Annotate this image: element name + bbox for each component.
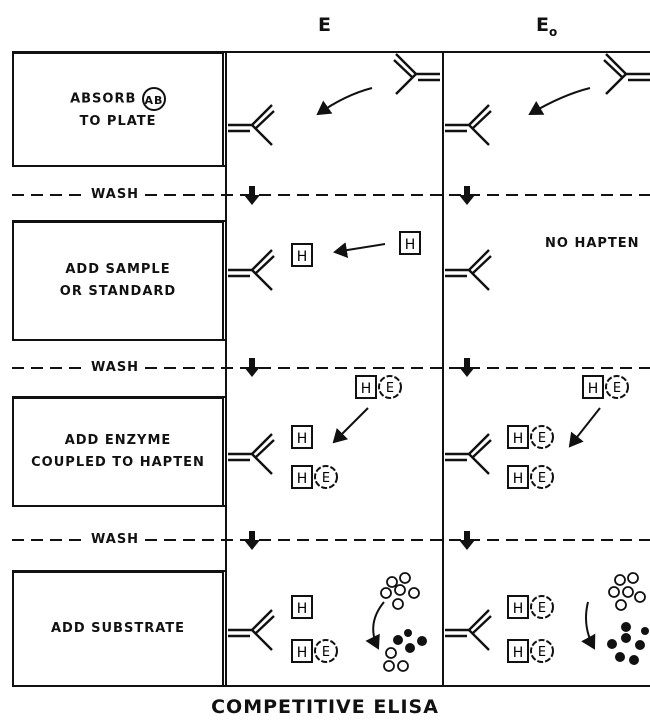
free-conjugate-e0-h-label: H	[588, 381, 599, 397]
arrow-e-substrate	[373, 602, 384, 648]
bound-enzyme-e0-3a-label: E	[538, 431, 546, 446]
plate-antibody-e-3	[228, 434, 274, 474]
bound-enzyme-e0-4b-label: E	[538, 645, 546, 660]
substrate-product-e0	[607, 622, 649, 665]
wash-label-3: WASH	[88, 532, 142, 547]
bound-enzyme-e0-4a-label: E	[538, 601, 546, 616]
arrow-e-absorb	[318, 88, 372, 114]
free-antibody-e0	[604, 54, 650, 94]
bound-enzyme-e0-3b-label: E	[538, 471, 546, 486]
plate-antibody-e-4	[228, 610, 274, 650]
bound-conjugate-e0-4a-h-label: H	[513, 601, 524, 617]
step-add-substrate: ADD SUBSTRATE	[12, 571, 224, 687]
bound-conjugate-e0-3b-h-label: H	[513, 471, 524, 487]
wash-arrow-e0-2	[459, 358, 475, 377]
plate-antibody-e-1	[228, 105, 274, 145]
free-enzyme-e-label: E	[386, 381, 394, 396]
wash-arrow-e-3	[244, 531, 260, 550]
arrow-e-enzyme	[334, 408, 368, 442]
free-antibody-e	[394, 54, 440, 94]
bound-conjugate-e-4-h-label: H	[297, 645, 308, 661]
figure-caption: COMPETITIVE ELISA	[0, 696, 650, 718]
bound-conjugate-e0-4b-h-label: H	[513, 645, 524, 661]
arrow-e0-absorb	[530, 88, 590, 114]
bound-enzyme-e-3-label: E	[322, 471, 330, 486]
bound-conjugate-e-3-h-label: H	[297, 471, 308, 487]
arrow-e-sample	[335, 244, 385, 252]
wash-label-2: WASH	[88, 360, 142, 375]
bound-conjugate-e0-3a-h-label: H	[513, 431, 524, 447]
free-enzyme-e0-label: E	[613, 381, 621, 396]
bound-hapten-e-3-label: H	[297, 431, 308, 447]
wash-arrow-e0-1	[459, 186, 475, 205]
bound-hapten-e-4-label: H	[297, 601, 308, 617]
substrate-product-e	[393, 629, 427, 653]
plate-antibody-e0-3	[445, 434, 491, 474]
wash-arrow-e0-3	[459, 531, 475, 550]
wash-arrow-e-1	[244, 186, 260, 205]
wash-label-1: WASH	[88, 187, 142, 202]
substrate-open-e	[381, 573, 419, 671]
step-absorb: ABSORB AB TO PLATE	[12, 52, 224, 167]
bound-hapten-e-2-label: H	[297, 249, 308, 265]
circled-ab-label: AB	[142, 87, 166, 111]
bound-enzyme-e-4-label: E	[322, 645, 330, 660]
free-conjugate-e-h-label: H	[361, 381, 372, 397]
wash-arrow-e-2	[244, 358, 260, 377]
no-hapten-label: NO HAPTEN	[545, 236, 640, 251]
arrow-e0-substrate	[586, 602, 594, 648]
plate-antibody-e-2	[228, 250, 274, 290]
free-hapten-e-label: H	[405, 237, 416, 253]
arrow-e0-enzyme	[570, 408, 600, 446]
substrate-open-e0	[609, 573, 645, 610]
plate-antibody-e0-1	[445, 105, 491, 145]
plate-antibody-e0-2	[445, 250, 491, 290]
plate-antibody-e0-4	[445, 610, 491, 650]
